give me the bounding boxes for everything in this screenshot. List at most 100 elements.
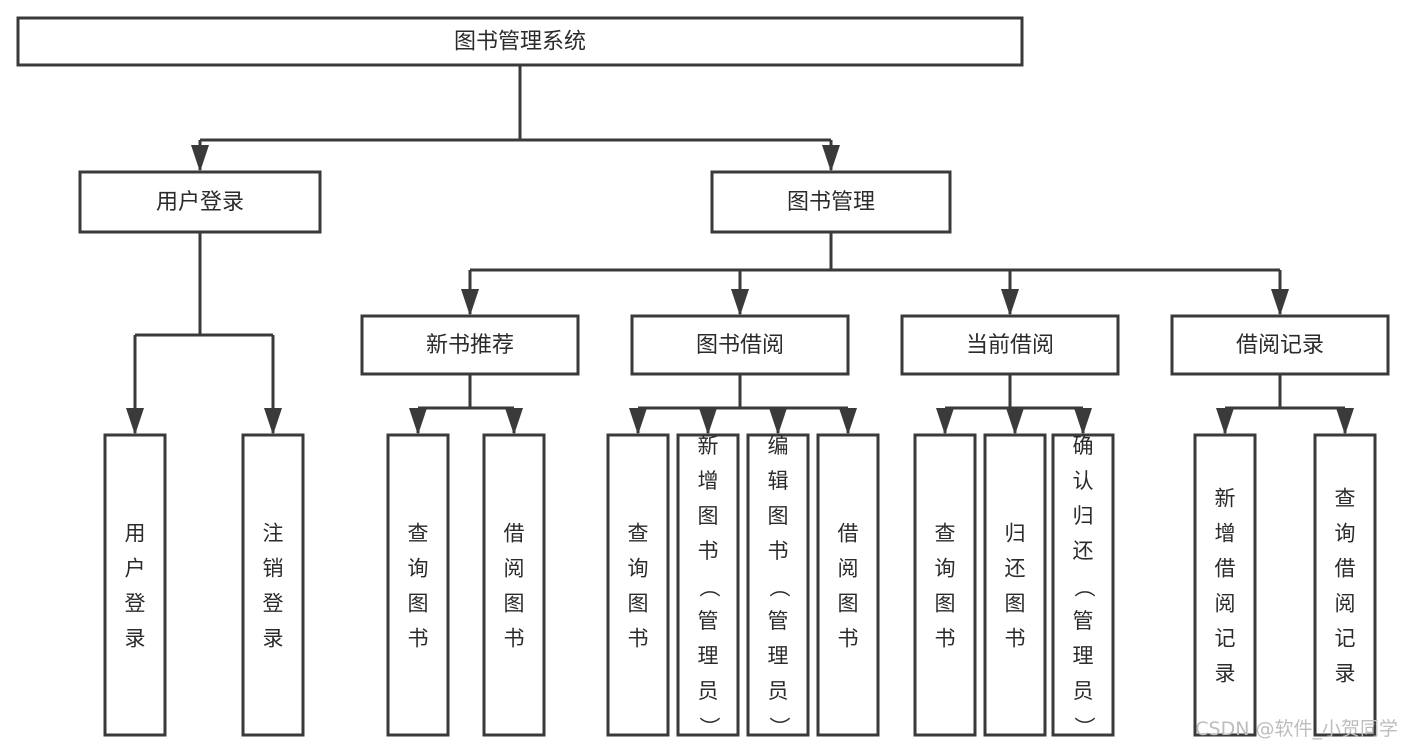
node-box[interactable] — [1170, 314, 1390, 376]
arrowhead-icon — [409, 408, 427, 435]
node-box[interactable] — [360, 314, 580, 376]
node-label-char: 书 — [504, 627, 525, 651]
tree-node-records[interactable]: 借阅记录 — [1170, 314, 1390, 376]
tree-node-leaf8[interactable]: 借阅图书借阅图书 — [816, 433, 880, 737]
node-label-char: 阅 — [504, 557, 525, 581]
node-label-char: 借 — [838, 522, 859, 546]
arrowhead-icon — [264, 408, 282, 435]
node-label: 当前借阅 — [966, 333, 1054, 358]
node-label-char: 理 — [698, 644, 719, 668]
node-box[interactable] — [78, 170, 322, 234]
node-box[interactable] — [816, 433, 880, 737]
node-label-char: 管 — [1073, 609, 1094, 633]
node-label: 图书管理系统 — [454, 30, 586, 55]
node-label-char: 书 — [935, 627, 956, 651]
node-box[interactable] — [913, 433, 977, 737]
tree-node-bookmgmt[interactable]: 图书管理 — [710, 170, 952, 234]
node-label-char: 阅 — [1335, 592, 1356, 616]
node-label-char: 管 — [698, 609, 719, 633]
tree-node-leaf13[interactable]: 查询借阅记录查询借阅记录 — [1313, 433, 1377, 737]
arrowhead-icon — [769, 408, 787, 435]
tree-node-leaf3[interactable]: 查询图书查询图书 — [386, 433, 450, 737]
node-label-char: ） — [767, 717, 791, 738]
arrowhead-icon — [1271, 289, 1289, 316]
node-label-char: 注 — [263, 522, 284, 546]
tree-node-leaf5[interactable]: 查询图书查询图书 — [606, 433, 670, 737]
node-label-char: 图 — [698, 504, 719, 528]
node-box[interactable] — [482, 433, 546, 737]
node-box[interactable] — [386, 433, 450, 737]
node-label-char: 书 — [408, 627, 429, 651]
arrowhead-icon — [699, 408, 717, 435]
node-label-char: ） — [1072, 717, 1096, 738]
node-label-char: 新 — [1215, 487, 1236, 511]
csdn-watermark: CSDN @软件_小贺同学 — [1195, 718, 1398, 740]
node-label: 用户登录 — [156, 190, 244, 215]
node-box[interactable] — [606, 433, 670, 737]
tree-node-leaf4[interactable]: 借阅图书借阅图书 — [482, 433, 546, 737]
node-label-char: 查 — [628, 522, 649, 546]
node-label-char: 借 — [1215, 557, 1236, 581]
tree-node-login[interactable]: 用户登录 — [78, 170, 322, 234]
arrowhead-icon — [126, 408, 144, 435]
node-label-char: 销 — [263, 557, 284, 581]
node-box[interactable] — [1193, 433, 1257, 737]
node-label-char: 图 — [628, 592, 649, 616]
node-box[interactable] — [746, 433, 810, 737]
tree-node-leaf2[interactable]: 注销登录注销登录 — [241, 433, 305, 737]
node-label-char: 录 — [1215, 662, 1236, 686]
node-box[interactable] — [630, 314, 850, 376]
arrowhead-icon — [629, 408, 647, 435]
node-label-char: 书 — [1005, 627, 1026, 651]
node-label-char: 图 — [768, 504, 789, 528]
node-label-char: 新 — [698, 434, 719, 458]
node-label: 图书管理 — [787, 190, 875, 215]
node-label-char: 图 — [1005, 592, 1026, 616]
node-label-char: 录 — [1335, 662, 1356, 686]
node-box[interactable] — [16, 16, 1024, 67]
tree-node-newbook[interactable]: 新书推荐 — [360, 314, 580, 376]
node-box[interactable] — [103, 433, 167, 737]
tree-node-leaf12[interactable]: 新增借阅记录新增借阅记录 — [1193, 433, 1257, 737]
node-label-char: 户 — [125, 557, 146, 581]
node-box[interactable] — [710, 170, 952, 234]
node-box[interactable] — [1051, 433, 1115, 737]
node-label-char: 查 — [408, 522, 429, 546]
node-label-char: 归 — [1073, 504, 1094, 528]
tree-node-root[interactable]: 图书管理系统 — [16, 16, 1024, 67]
node-label-char: 辑 — [768, 469, 789, 493]
arrowhead-icon — [1001, 289, 1019, 316]
node-label-char: 编 — [768, 434, 789, 458]
tree-node-leaf1[interactable]: 用户登录用户登录 — [103, 433, 167, 737]
tree-node-borrow[interactable]: 图书借阅 — [630, 314, 850, 376]
node-box[interactable] — [900, 314, 1120, 376]
node-label-char: 阅 — [838, 557, 859, 581]
tree-node-current[interactable]: 当前借阅 — [900, 314, 1120, 376]
node-label-char: 管 — [768, 609, 789, 633]
node-label: 图书借阅 — [696, 333, 784, 358]
arrowhead-icon — [505, 408, 523, 435]
node-box[interactable] — [676, 433, 740, 737]
node-label-char: 员 — [768, 679, 789, 703]
node-label-char: 询 — [1335, 522, 1356, 546]
node-label: 新书推荐 — [426, 333, 514, 358]
node-label-char: 认 — [1073, 469, 1094, 493]
node-label-char: 还 — [1073, 539, 1094, 563]
tree-node-leaf10[interactable]: 归还图书归还图书 — [983, 433, 1047, 737]
node-label-char: 询 — [935, 557, 956, 581]
node-label-char: ） — [697, 717, 721, 738]
arrowhead-icon — [936, 408, 954, 435]
node-box[interactable] — [241, 433, 305, 737]
node-label-char: 阅 — [1215, 592, 1236, 616]
node-box[interactable] — [1313, 433, 1377, 737]
tree-node-leaf9[interactable]: 查询图书查询图书 — [913, 433, 977, 737]
node-label-char: 图 — [408, 592, 429, 616]
node-label-char: 归 — [1005, 522, 1026, 546]
node-label-char: 记 — [1335, 627, 1356, 651]
node-box[interactable] — [983, 433, 1047, 737]
